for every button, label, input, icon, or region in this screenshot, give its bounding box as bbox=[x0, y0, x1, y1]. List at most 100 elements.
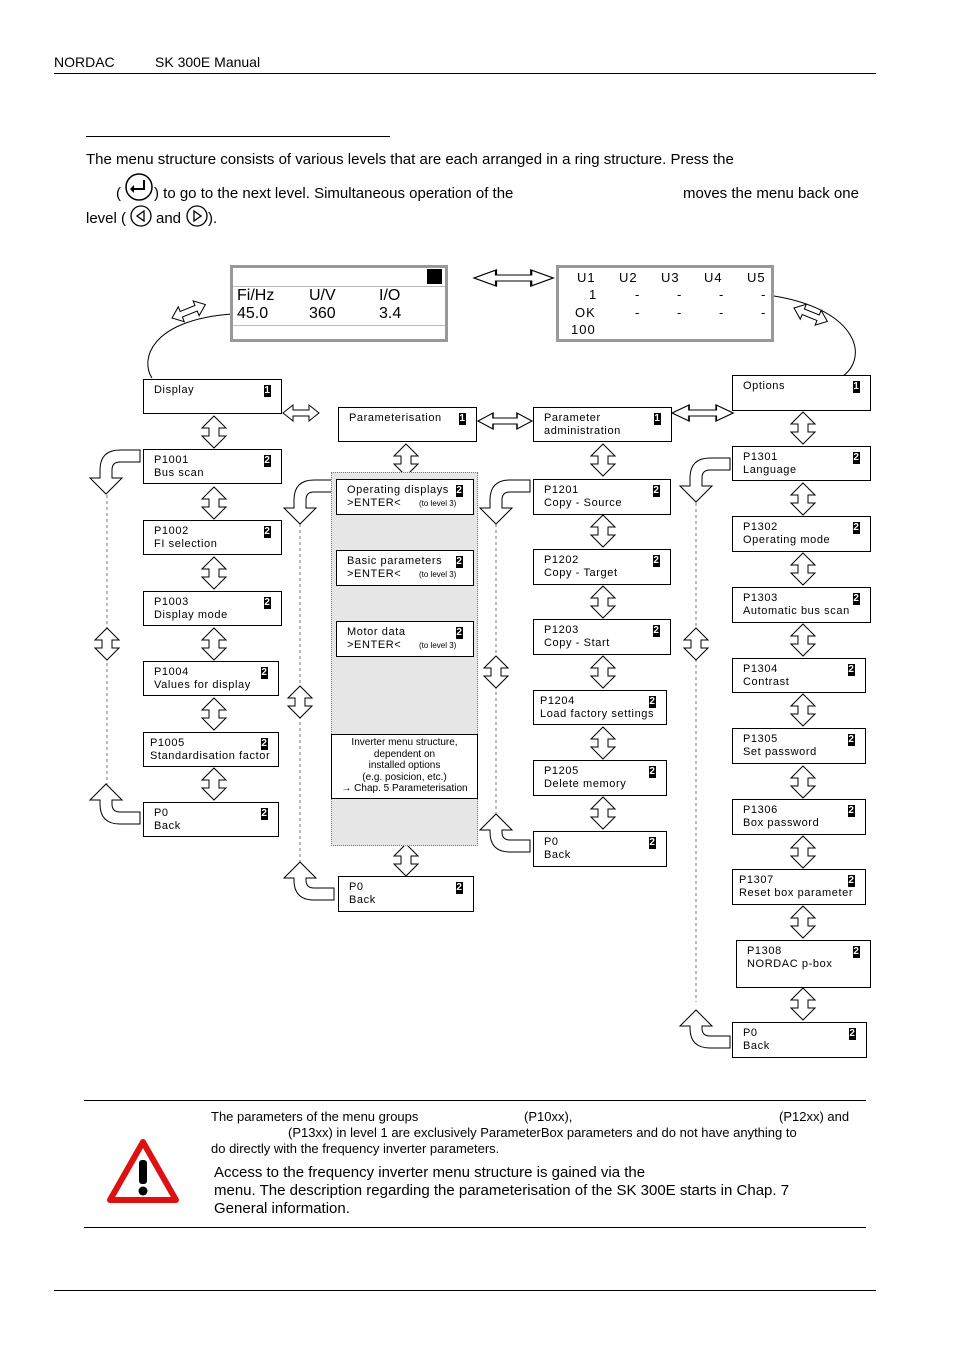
menu-p1004[interactable]: P1004 Values for display 2 bbox=[143, 661, 279, 696]
param-name: Contrast bbox=[743, 676, 790, 688]
lcd-value-volt: 360 bbox=[309, 305, 336, 322]
menu-p1001[interactable]: P1001 Bus scan 2 bbox=[143, 449, 282, 484]
param-code: P1002 bbox=[154, 525, 189, 537]
param-name: Set password bbox=[743, 746, 817, 758]
param-code: P1301 bbox=[743, 451, 778, 463]
param-name: NORDAC p-box bbox=[747, 958, 833, 970]
param-name: Copy - Source bbox=[544, 497, 623, 509]
param-name: Box password bbox=[743, 817, 820, 829]
note-line-b: (P13xx) in level 1 are exclusively Param… bbox=[288, 1125, 797, 1140]
menu-operating-displays[interactable]: Operating displays >ENTER< (to level 3) … bbox=[336, 479, 474, 515]
param-line2: >ENTER< bbox=[347, 568, 402, 580]
param-line1: Basic parameters bbox=[347, 555, 443, 567]
menu-p1005[interactable]: P1005 Standardisation factor 2 bbox=[143, 732, 279, 767]
note-line-a1: The parameters of the menu groups bbox=[211, 1109, 419, 1124]
level-badge: 2 bbox=[649, 766, 656, 778]
param-name: Reset box parameter bbox=[739, 887, 854, 899]
menu-p1307[interactable]: P1307 Reset box parameter 2 bbox=[732, 869, 866, 905]
menu-p0-param[interactable]: P0 Back 2 bbox=[338, 876, 474, 912]
section-underline bbox=[86, 136, 390, 137]
menu-p1205[interactable]: P1205 Delete memory 2 bbox=[533, 760, 667, 796]
menu-p1202[interactable]: P1202 Copy - Target 2 bbox=[533, 549, 671, 585]
menu-parameter-administration[interactable]: Parameter administration 1 bbox=[533, 407, 672, 442]
level-badge: 2 bbox=[264, 526, 271, 538]
param-note: (to level 3) bbox=[419, 570, 457, 579]
right-key-icon bbox=[186, 205, 208, 227]
param-code: P1203 bbox=[544, 624, 579, 636]
inverter-menu-note: Inverter menu structure, dependent on in… bbox=[331, 734, 478, 799]
lcd-r3-value: 100 bbox=[571, 322, 596, 337]
param-name: Automatic bus scan bbox=[743, 605, 850, 617]
lcd-col-u1: U1 bbox=[577, 270, 596, 285]
intro-line-3b: and bbox=[156, 210, 182, 227]
note-top-rule bbox=[84, 1100, 866, 1101]
lcd-col-u5: U5 bbox=[747, 270, 766, 285]
menu-p1301[interactable]: P1301 Language 2 bbox=[732, 446, 871, 481]
level-badge: 2 bbox=[653, 555, 660, 567]
level-badge: 1 bbox=[654, 413, 661, 425]
menu-display-label: Display bbox=[154, 384, 195, 396]
menu-padmin-line2: administration bbox=[544, 425, 621, 437]
param-code: P1003 bbox=[154, 596, 189, 608]
level-badge: 2 bbox=[456, 627, 463, 639]
param-code: P1005 bbox=[150, 737, 185, 749]
param-line1: Motor data bbox=[347, 626, 406, 638]
intro-line-3a: level ( bbox=[86, 210, 127, 227]
lcd-r2-c2: - bbox=[635, 305, 641, 320]
param-name: Display mode bbox=[154, 609, 228, 621]
menu-parameterisation[interactable]: Parameterisation 1 bbox=[338, 407, 477, 442]
menu-p1204[interactable]: P1204 Load factory settings 2 bbox=[533, 690, 667, 725]
menu-p1203[interactable]: P1203 Copy - Start 2 bbox=[533, 619, 671, 655]
menu-p1201[interactable]: P1201 Copy - Source 2 bbox=[533, 479, 671, 515]
menu-p1302[interactable]: P1302 Operating mode 2 bbox=[732, 516, 871, 552]
menu-p1308[interactable]: P1308 NORDAC p-box 2 bbox=[736, 940, 871, 988]
menu-options[interactable]: Options 1 bbox=[732, 375, 871, 411]
menu-display[interactable]: Display 1 bbox=[143, 379, 282, 414]
param-line1: Operating displays bbox=[347, 484, 449, 496]
level-badge: 2 bbox=[456, 882, 463, 894]
menu-p1003[interactable]: P1003 Display mode 2 bbox=[143, 591, 282, 626]
level-badge: 1 bbox=[264, 385, 271, 397]
param-line2: >ENTER< bbox=[347, 497, 402, 509]
inv-line1: Inverter menu structure, bbox=[351, 737, 458, 748]
param-code: P0 bbox=[154, 807, 169, 819]
inv-line5: → Chap. 5 Parameterisation bbox=[341, 783, 468, 794]
level-badge: 2 bbox=[456, 556, 463, 568]
lcd-col-u2: U2 bbox=[619, 270, 638, 285]
intro-line-2a: ( bbox=[116, 185, 121, 202]
param-name: Copy - Target bbox=[544, 567, 618, 579]
menu-p0-display[interactable]: P0 Back 2 bbox=[143, 802, 279, 837]
menu-padmin-line1: Parameter bbox=[544, 412, 601, 424]
menu-p1306[interactable]: P1306 Box password 2 bbox=[732, 799, 866, 835]
footer-rule bbox=[54, 1290, 876, 1291]
menu-p1305[interactable]: P1305 Set password 2 bbox=[732, 728, 866, 764]
param-code: P1304 bbox=[743, 663, 778, 675]
menu-motor-data[interactable]: Motor data >ENTER< (to level 3) 2 bbox=[336, 621, 474, 657]
level-badge: 2 bbox=[853, 946, 860, 958]
menu-p0-admin[interactable]: P0 Back 2 bbox=[533, 831, 667, 867]
menu-p1002[interactable]: P1002 FI selection 2 bbox=[143, 520, 282, 555]
intro-line-3c: ). bbox=[208, 210, 218, 227]
param-name: Delete memory bbox=[544, 778, 627, 790]
param-name: Back bbox=[743, 1040, 770, 1052]
param-name: Back bbox=[154, 820, 181, 832]
menu-p0-options[interactable]: P0 Back 2 bbox=[732, 1022, 867, 1058]
lcd-value-freq: 45.0 bbox=[237, 305, 269, 322]
param-code: P1303 bbox=[743, 592, 778, 604]
menu-basic-parameters[interactable]: Basic parameters >ENTER< (to level 3) 2 bbox=[336, 550, 474, 586]
level-badge: 2 bbox=[264, 597, 271, 609]
level-badge: 2 bbox=[849, 1028, 856, 1040]
note-bottom-rule bbox=[84, 1227, 866, 1228]
lcd-col-u4: U4 bbox=[704, 270, 723, 285]
menu-p1304[interactable]: P1304 Contrast 2 bbox=[732, 658, 866, 693]
param-code: P1305 bbox=[743, 733, 778, 745]
note-line-c: do directly with the frequency inverter … bbox=[211, 1141, 500, 1156]
menu-options-label: Options bbox=[743, 380, 786, 392]
level-badge: 2 bbox=[649, 696, 656, 708]
menu-p1303[interactable]: P1303 Automatic bus scan 2 bbox=[732, 587, 871, 623]
level-badge: 1 bbox=[853, 381, 860, 393]
lcd-r2-c1: OK bbox=[575, 305, 596, 320]
header-rule bbox=[54, 73, 876, 74]
lcd-display-right: U1 U2 U3 U4 U5 1 - - - - OK - - - - 100 bbox=[556, 265, 774, 342]
level-badge: 2 bbox=[261, 808, 268, 820]
